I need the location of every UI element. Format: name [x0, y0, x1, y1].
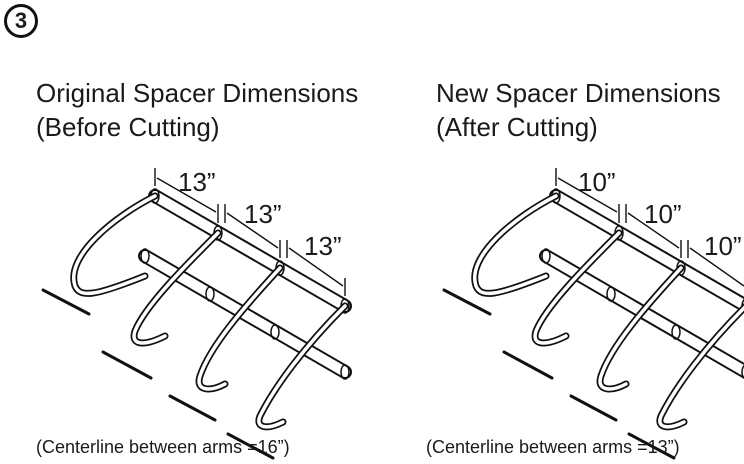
step-number: 3: [14, 8, 28, 33]
left-dimension-3: 13”: [304, 231, 342, 261]
right-dimension-2: 10”: [644, 199, 682, 229]
left-title-line1: Original Spacer Dimensions: [36, 78, 359, 108]
left-title-line2: (Before Cutting): [36, 112, 220, 142]
step-number-badge: 3: [4, 4, 38, 38]
right-dimension-1: 10”: [578, 167, 616, 197]
right-title-line1: New Spacer Dimensions: [436, 78, 721, 108]
right-caption: (Centerline between arms =13”): [426, 437, 680, 457]
left-dimension-2: 13”: [244, 199, 282, 229]
right-title-line2: (After Cutting): [436, 112, 598, 142]
left-caption: (Centerline between arms =16”): [36, 437, 290, 457]
left-dimension-1: 13”: [178, 167, 216, 197]
right-dimension-3: 10”: [704, 231, 742, 261]
